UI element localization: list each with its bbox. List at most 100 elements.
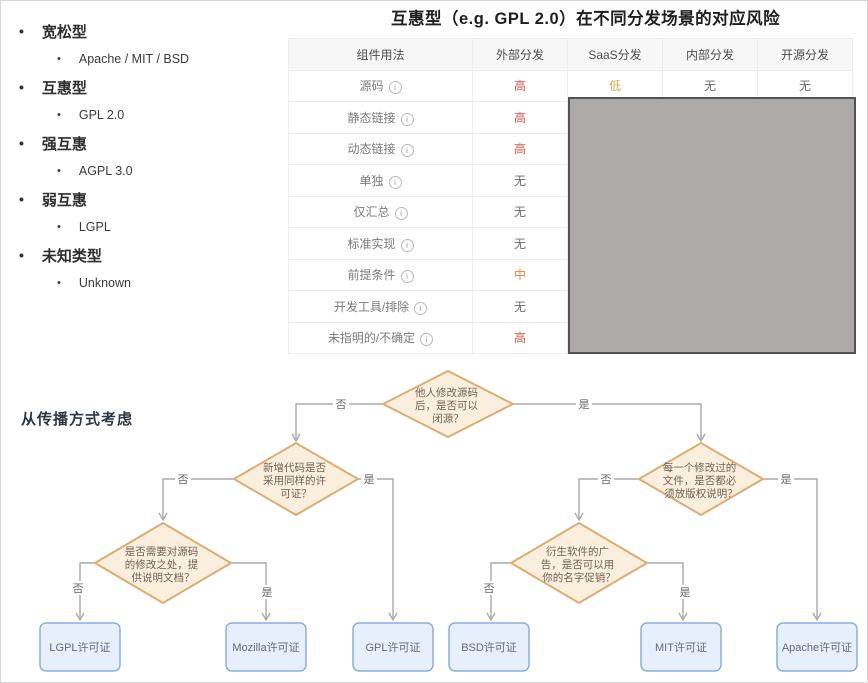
- branch-label-yes: 是: [361, 472, 377, 486]
- svg-text:是: 是: [781, 473, 792, 486]
- arrow-down-icon: [158, 512, 168, 522]
- arrow-down-icon: [388, 612, 398, 622]
- usage-label: 单独: [359, 173, 384, 188]
- usage-cell: 单独 i: [288, 164, 473, 197]
- connector-line: [763, 478, 818, 618]
- arrow-down-icon: [696, 433, 706, 443]
- license-type-item: 弱互惠: [9, 185, 279, 213]
- column-header: 组件用法: [288, 38, 473, 71]
- branch-label-no: 否: [598, 472, 614, 486]
- license-example-label: Unknown: [78, 276, 131, 290]
- risk-cell: 无: [757, 69, 853, 102]
- connector-line: [231, 562, 267, 618]
- usage-cell: 源码 i: [288, 69, 473, 102]
- branch-label-no: 否: [70, 581, 86, 595]
- arrow-down-icon: [678, 612, 688, 622]
- license-type-item: 宽松型: [9, 17, 279, 45]
- svg-text:是: 是: [579, 398, 590, 411]
- svg-text:否: 否: [336, 399, 347, 411]
- decision-same-license: [232, 441, 360, 517]
- decision-text: 每一个修改过的 文件，是否都必 须放版权说明？: [663, 461, 739, 500]
- branch-label-yes: 是: [677, 585, 693, 599]
- usage-cell: 静态链接 i: [288, 101, 473, 134]
- connector-line: [162, 478, 234, 518]
- license-example-item: LGPL: [9, 213, 279, 241]
- arrow-down-icon: [486, 612, 496, 622]
- risk-cell: 高: [472, 69, 568, 102]
- branch-label-yes: 是: [259, 585, 275, 599]
- decision-copyright-notice: [637, 441, 765, 517]
- decision-text: 是否需要对源码 的修改之处，提 供说明文档？: [125, 545, 201, 584]
- connector-line: [490, 562, 511, 618]
- svg-text:否: 否: [178, 474, 189, 486]
- svg-text:是: 是: [680, 586, 691, 599]
- svg-text:否: 否: [601, 474, 612, 486]
- outcome-label: GPL许可证: [365, 641, 420, 654]
- risk-cell: 无: [472, 195, 568, 228]
- license-type-item: 强互惠: [9, 129, 279, 157]
- license-example-item: AGPL 3.0: [9, 157, 279, 185]
- risk-cell: 高: [472, 321, 568, 354]
- usage-label: 静态链接: [347, 110, 396, 125]
- svg-text:否: 否: [484, 583, 495, 595]
- license-type-item: 互惠型: [9, 73, 279, 101]
- info-icon: i: [400, 112, 414, 126]
- license-type-list: 宽松型 Apache / MIT / BSD 互惠型 GPL 2.0 强互惠 A…: [9, 17, 279, 297]
- license-type-label: 弱互惠: [41, 191, 87, 209]
- risk-cell: 高: [472, 101, 568, 134]
- arrow-down-icon: [574, 512, 584, 522]
- decision-text: 他人修改源码 后，是否可以 闭源？: [415, 386, 481, 425]
- info-icon: i: [388, 175, 402, 189]
- license-example-item: Apache / MIT / BSD: [9, 45, 279, 73]
- risk-cell: 无: [472, 227, 568, 260]
- info-icon: i: [388, 81, 402, 95]
- connector-line: [358, 478, 394, 618]
- svg-text:是: 是: [364, 473, 375, 486]
- license-type-item: 未知类型: [9, 241, 279, 269]
- risk-cell: 中: [472, 258, 568, 291]
- arrow-down-icon: [812, 612, 822, 622]
- usage-label: 标准实现: [347, 236, 396, 251]
- risk-cell: 无: [472, 290, 568, 323]
- info-icon: i: [394, 207, 408, 221]
- license-type-label: 宽松型: [41, 23, 87, 41]
- decision-text: 衍生软件的广 告，是否可以用 你的名字促销？: [541, 545, 617, 584]
- license-example-item: Unknown: [9, 269, 279, 297]
- outcome-gpl: GPL许可证: [352, 622, 434, 672]
- column-header: SaaS分发: [567, 38, 663, 71]
- connector-line: [79, 562, 95, 618]
- license-example-item: GPL 2.0: [9, 101, 279, 129]
- risk-cell: 高: [472, 132, 568, 165]
- table-header-row: 组件用法 外部分发 SaaS分发 内部分发 开源分发: [288, 38, 853, 71]
- branch-label-no: 否: [175, 472, 191, 486]
- flow-section-title: 从传播方式考虑: [21, 411, 134, 428]
- license-type-label: 未知类型: [41, 247, 102, 265]
- branch-label-no: 否: [333, 397, 349, 411]
- column-header: 开源分发: [757, 38, 853, 71]
- decision-text: 新增代码是否 采用同样的许 可证？: [263, 461, 329, 500]
- risk-cell: 无: [472, 164, 568, 197]
- branch-label-yes: 是: [778, 472, 794, 486]
- info-icon: i: [414, 301, 428, 315]
- arrow-down-icon: [75, 612, 85, 622]
- connector-line: [513, 403, 702, 439]
- usage-label: 未指明的/不确定: [327, 331, 416, 346]
- outcome-lgpl: LGPL许可证: [39, 622, 121, 672]
- redaction-overlay: [568, 97, 856, 354]
- decision-change-docs: [93, 521, 233, 605]
- info-icon: i: [420, 333, 434, 347]
- decision-name-promotion: [509, 521, 649, 605]
- outcome-label: Apache许可证: [782, 641, 852, 654]
- svg-text:否: 否: [73, 583, 84, 595]
- usage-label: 源码: [359, 79, 384, 94]
- connector-line: [578, 478, 639, 518]
- license-example-label: LGPL: [78, 220, 111, 234]
- connector-line: [295, 403, 383, 439]
- outcome-label: LGPL许可证: [49, 641, 110, 654]
